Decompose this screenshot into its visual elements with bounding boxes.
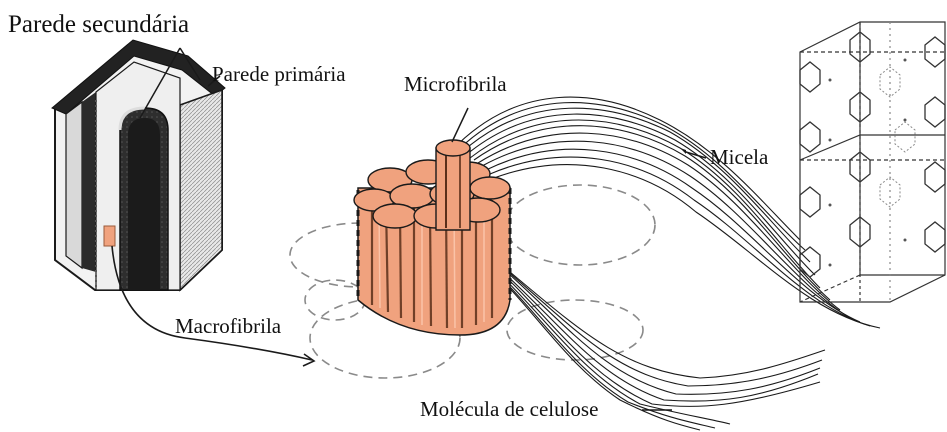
label-parede-primaria: Parede primária — [212, 64, 346, 85]
label-microfibrila: Microfibrila — [404, 74, 507, 95]
label-parede-secundaria: Parede secundária — [8, 12, 189, 37]
micelle-lattice-icon — [800, 22, 945, 302]
macrofibril-bundle-icon — [354, 140, 510, 335]
label-macrofibrila: Macrofibrila — [175, 316, 281, 337]
label-micela: Micela — [710, 147, 768, 168]
label-molecula-de-celulose: Molécula de celulose — [420, 399, 598, 420]
